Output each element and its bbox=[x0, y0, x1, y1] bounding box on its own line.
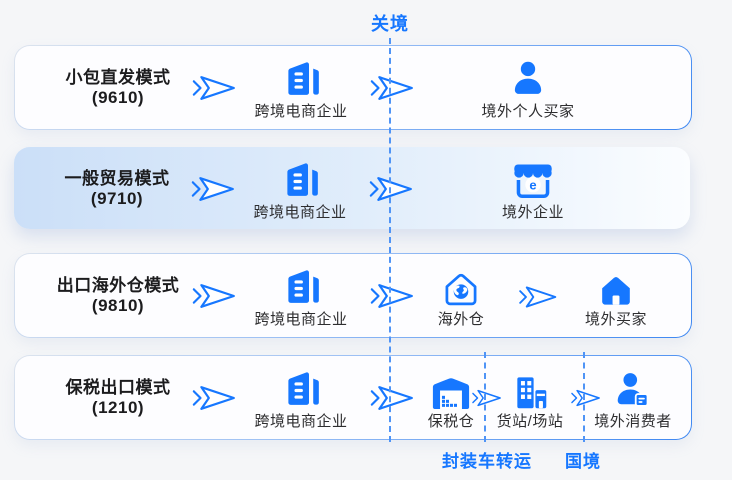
source-label: 跨境电商企业 bbox=[254, 311, 348, 328]
mode-code: (9810) bbox=[91, 296, 145, 315]
mode-title-block: 出口海外仓模式 (9810) bbox=[33, 276, 203, 316]
dest-node: 境外消费者 bbox=[573, 364, 693, 431]
dest-node: 货站/场站 bbox=[475, 364, 585, 431]
flow-arrow-icon bbox=[366, 71, 416, 105]
flow-arrow-icon bbox=[188, 381, 238, 415]
source-node: 跨境电商企业 bbox=[240, 155, 360, 222]
flow-arrow-icon bbox=[366, 279, 416, 313]
customs-border-label: 关境 bbox=[371, 14, 409, 34]
storefront-icon: e bbox=[506, 155, 560, 201]
flow-arrow-icon bbox=[366, 381, 416, 415]
source-node: 跨境电商企业 bbox=[241, 364, 361, 431]
dest-label: 海外仓 bbox=[437, 311, 485, 328]
mode-code: (9710) bbox=[90, 189, 144, 208]
dest-node: 境外买家 bbox=[561, 262, 671, 329]
mode-card-9610: 小包直发模式 (9610) 跨境电商企业 境外个人买家 bbox=[14, 45, 692, 130]
office-buildings-icon bbox=[279, 54, 324, 100]
mode-name: 小包直发模式 bbox=[65, 68, 171, 87]
dest-label: 境外买家 bbox=[584, 311, 647, 328]
person-icon bbox=[507, 54, 549, 100]
mode-card-9810: 出口海外仓模式 (9810) 跨境电商企业 海外仓 境外买家 bbox=[14, 253, 692, 338]
mode-title-block: 一般贸易模式 (9710) bbox=[32, 169, 202, 209]
mode-title-block: 小包直发模式 (9610) bbox=[33, 68, 203, 108]
flow-arrow-icon bbox=[187, 172, 237, 206]
mode-name: 一般贸易模式 bbox=[64, 169, 170, 188]
mode-name: 出口海外仓模式 bbox=[56, 276, 180, 295]
flow-arrow-icon bbox=[188, 279, 238, 313]
house-icon bbox=[597, 262, 635, 308]
source-node: 跨境电商企业 bbox=[241, 262, 361, 329]
person-with-bag-icon bbox=[612, 364, 654, 410]
dest-label: 货站/场站 bbox=[496, 413, 564, 430]
flow-arrow-icon bbox=[515, 282, 559, 312]
freight-station-buildings-icon bbox=[510, 364, 550, 410]
flow-arrow-icon bbox=[469, 386, 503, 410]
dest-label: 境外消费者 bbox=[594, 413, 672, 430]
flow-arrow-icon bbox=[568, 386, 602, 410]
warehouse-icon bbox=[429, 364, 473, 410]
mode-card-9710: 一般贸易模式 (9710) 跨境电商企业 e 境外企业 bbox=[14, 147, 690, 229]
dest-node: 海外仓 bbox=[406, 262, 516, 329]
source-label: 跨境电商企业 bbox=[254, 413, 348, 430]
source-node: 跨境电商企业 bbox=[241, 54, 361, 121]
dest-label: 境外企业 bbox=[501, 204, 564, 221]
office-buildings-icon bbox=[279, 364, 324, 410]
dest-node: e 境外企业 bbox=[468, 155, 598, 222]
office-buildings-icon bbox=[279, 262, 324, 308]
dest-label: 境外个人买家 bbox=[481, 103, 575, 120]
svg-text:e: e bbox=[529, 177, 536, 192]
customs-border-line bbox=[389, 38, 391, 442]
sealed-truck-transfer-line bbox=[484, 352, 486, 442]
dest-node: 保税仓 bbox=[396, 364, 506, 431]
mode-title-block: 保税出口模式 (1210) bbox=[33, 378, 203, 418]
national-border-label: 国境 bbox=[565, 452, 601, 471]
source-label: 跨境电商企业 bbox=[253, 204, 347, 221]
mode-name: 保税出口模式 bbox=[65, 378, 171, 397]
sealed-truck-transfer-label: 封装车转运 bbox=[442, 452, 532, 471]
house-with-globe-icon bbox=[439, 262, 483, 308]
mode-card-1210: 保税出口模式 (1210) 跨境电商企业 保税仓 货站/场站 境外消 bbox=[14, 355, 692, 440]
dest-node: 境外个人买家 bbox=[463, 54, 593, 121]
mode-code: (1210) bbox=[91, 398, 145, 417]
source-label: 跨境电商企业 bbox=[254, 103, 348, 120]
office-buildings-icon bbox=[278, 155, 323, 201]
dest-label: 保税仓 bbox=[427, 413, 475, 430]
flow-arrow-icon bbox=[188, 71, 238, 105]
national-border-line bbox=[583, 352, 585, 442]
mode-code: (9610) bbox=[91, 88, 145, 107]
